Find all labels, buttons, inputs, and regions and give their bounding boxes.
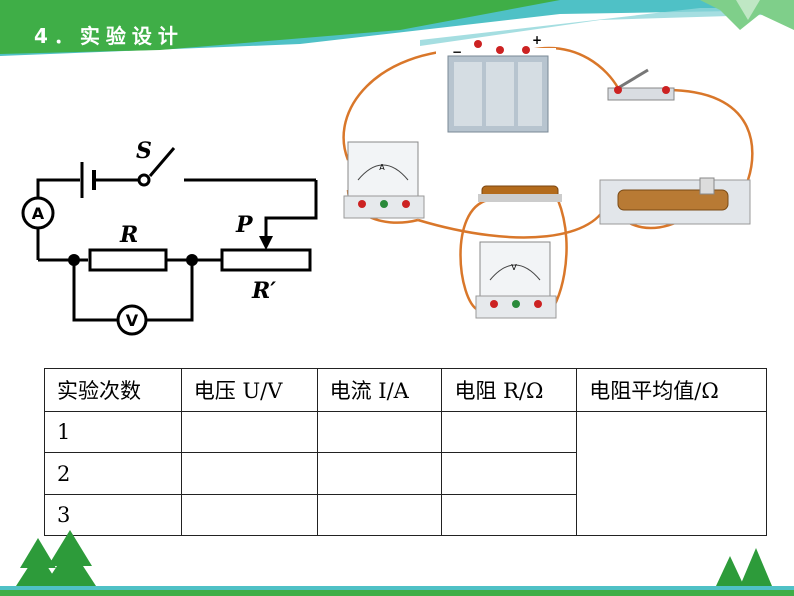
cell-voltage: [180, 411, 318, 454]
cell-resistance: [441, 411, 578, 454]
cell-voltage: [180, 493, 318, 537]
voltmeter-letter: V: [126, 311, 139, 330]
fixed-resistor: [478, 185, 562, 202]
header-resistance: 电阻 R/Ω: [441, 367, 578, 413]
cell-resistance: [441, 493, 578, 537]
rheostat-device: [599, 177, 751, 225]
cell-trial: 1: [44, 411, 182, 454]
table-row: 2: [44, 452, 767, 495]
ammeter-dial-letter: A: [379, 163, 385, 172]
slide-title: 4．实验设计: [34, 24, 184, 48]
switch-contact: [137, 173, 151, 187]
cell-current: [316, 493, 443, 537]
header-voltage: 电压 U/V: [180, 367, 318, 413]
footer-decoration: [0, 530, 794, 596]
measurement-table: 实验次数 电压 U/V 电流 I/A 电阻 R/Ω 电阻平均值/Ω 1 2 3: [44, 367, 767, 537]
voltmeter-device: V: [475, 241, 557, 319]
tree-icon: [16, 530, 96, 586]
table-row: 1: [44, 411, 767, 536]
cell-resistance: [441, 452, 578, 495]
table-row: 3: [44, 493, 767, 537]
header-average: 电阻平均值/Ω: [576, 367, 767, 413]
cell-current: [316, 452, 443, 495]
cell-trial: 3: [44, 493, 182, 537]
header-trial: 实验次数: [44, 367, 182, 413]
tree-icon: [716, 548, 772, 586]
header-banner: [0, 0, 794, 56]
label-slider: P: [236, 212, 253, 238]
table-header-row: 实验次数 电压 U/V 电流 I/A 电阻 R/Ω 电阻平均值/Ω: [44, 367, 767, 413]
slider-arrow: [259, 236, 273, 250]
ammeter-letter: A: [32, 204, 45, 223]
knife-switch: [607, 68, 675, 101]
header-current: 电流 I/A: [316, 367, 443, 413]
voltmeter-dial-letter: V: [511, 263, 517, 272]
cell-average: [576, 411, 767, 536]
ammeter-device: A: [343, 141, 425, 219]
cell-trial: 2: [44, 452, 182, 495]
battery-pack: − +: [436, 33, 556, 133]
label-rheostat: R′: [252, 278, 277, 304]
apparatus-illustration: − + A V: [342, 33, 754, 319]
battery-minus: −: [452, 45, 462, 59]
cell-voltage: [180, 452, 318, 495]
voltmeter-symbol: V: [116, 304, 148, 336]
circuit-diagram: A V: [21, 147, 318, 336]
cell-current: [316, 411, 443, 454]
label-switch: S: [136, 138, 152, 164]
battery-plus: +: [532, 33, 542, 47]
ammeter-symbol: A: [21, 196, 55, 230]
label-resistor: R: [120, 222, 139, 248]
